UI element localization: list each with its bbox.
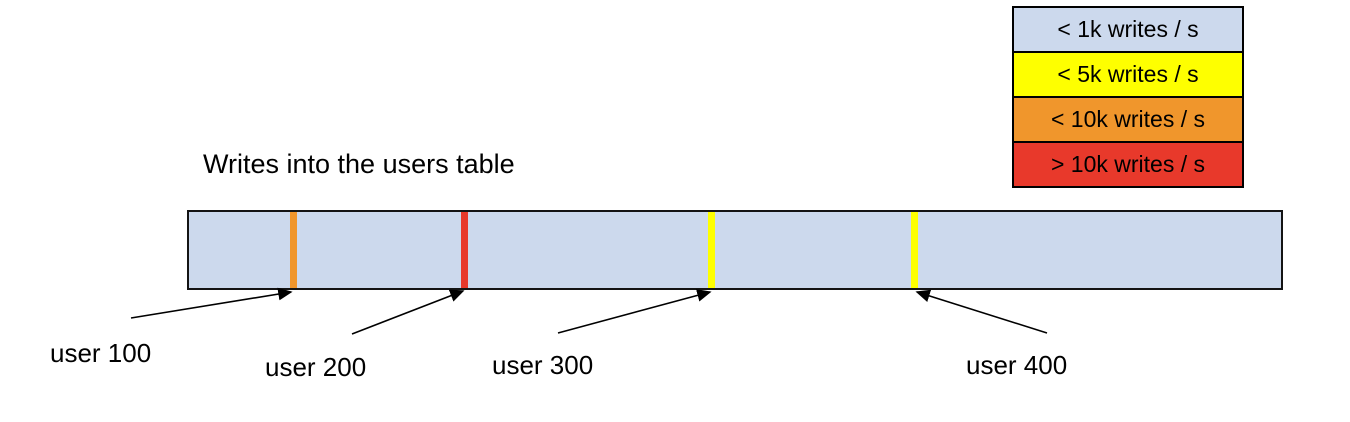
users-table-bar [187,210,1283,290]
label-user-100: user 100 [50,338,152,368]
label-user-200: user 200 [265,352,367,382]
arrow-user-200 [351,289,465,335]
legend-item: < 1k writes / s [1012,6,1244,53]
legend-label: < 1k writes / s [1057,16,1199,42]
legend-label: < 10k writes / s [1050,106,1206,132]
legend: < 1k writes / s < 5k writes / s < 10k writ… [1012,6,1244,188]
stripe-user-300 [708,212,715,288]
legend-item: > 10k writes / s [1012,141,1244,188]
arrow-user-300 [557,289,712,334]
arrow-user-100 [130,287,293,319]
stripe-user-100 [290,212,297,288]
stripe-user-400 [911,212,918,288]
label-user-400: user 400 [966,350,1068,380]
label-user-300: user 300 [492,350,594,380]
legend-item: < 10k writes / s [1012,96,1244,143]
stripe-user-200 [461,212,468,288]
legend-label: > 10k writes / s [1050,151,1206,177]
legend-item: < 5k writes / s [1012,51,1244,98]
legend-label: < 5k writes / s [1057,61,1199,87]
diagram-title: Writes into the users table [203,149,515,179]
arrow-user-400 [915,289,1048,334]
